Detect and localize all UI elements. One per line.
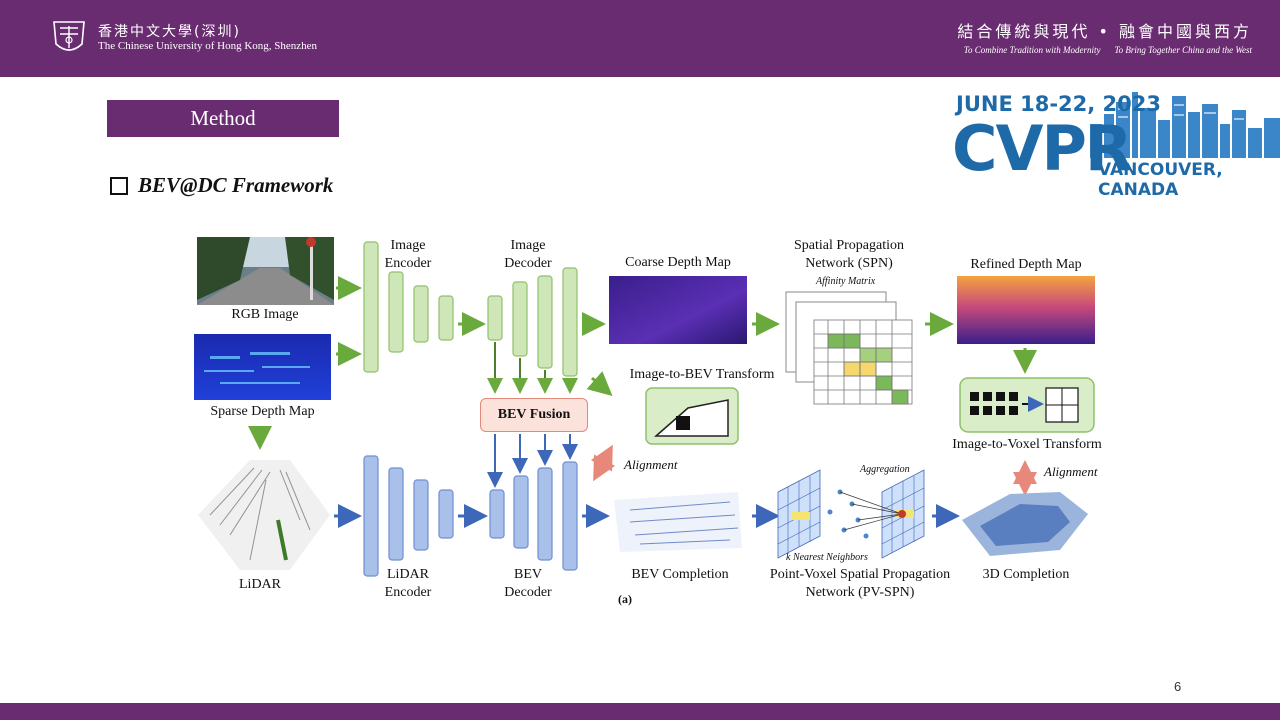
pv-spn-graphic <box>777 469 925 559</box>
decoder-to-fusion-arrows <box>487 342 578 394</box>
label-lidar-encoder: LiDAR Encoder <box>384 567 432 600</box>
label-knn: k Nearest Neighbors <box>786 552 868 563</box>
label-bev-completion: BEV Completion <box>631 567 729 582</box>
motto-en-1: Tradition with Modernity <box>1009 45 1101 55</box>
framework-diagram: BEV Fusion RGB Image Sparse Depth Map Li… <box>190 230 1120 620</box>
skyline-icon <box>1090 92 1280 158</box>
university-name-en: The Chinese University of Hong Kong, She… <box>98 39 318 52</box>
refined-depth-thumbnail <box>957 276 1095 344</box>
crest-icon <box>53 21 85 51</box>
label-panel-tag: (a) <box>618 592 632 606</box>
label-spn: Spatial Propagation Network (SPN) <box>793 238 905 271</box>
label-aggregation: Aggregation <box>860 464 910 475</box>
image-to-voxel-box <box>959 377 1095 433</box>
motto-en-2: China and the West <box>1182 45 1252 55</box>
label-affinity-matrix: Affinity Matrix <box>816 276 876 287</box>
label-alignment-right: Alignment <box>1044 464 1098 479</box>
label-image-encoder: Image Encoder <box>384 238 432 271</box>
image-to-bev-box <box>645 387 739 445</box>
footer-bar <box>0 703 1280 720</box>
label-3d-completion: 3D Completion <box>982 567 1070 582</box>
university-logo: 香港中文大學(深圳) The Chinese University of Hon… <box>48 18 317 58</box>
label-alignment-left: Alignment <box>624 457 678 472</box>
cvpr-logo: JUNE 18-22, 2023 CVPR VANCOUVER, CANADA <box>950 84 1280 200</box>
bev-completion-cloud <box>614 492 742 552</box>
section-label: Method <box>107 100 339 137</box>
label-pv-spn: Point-Voxel Spatial Propagation Network … <box>769 567 951 600</box>
lidar-point-cloud <box>198 460 330 570</box>
label-coarse-depth: Coarse Depth Map <box>625 255 731 270</box>
slide-title-text: BEV@DC Framework <box>138 173 334 197</box>
bev-decoder-blocks <box>489 461 578 571</box>
label-refined-depth: Refined Depth Map <box>970 257 1082 272</box>
header-bar: 香港中文大學(深圳) The Chinese University of Hon… <box>0 0 1280 77</box>
sparse-depth-thumbnail <box>194 334 331 400</box>
label-image-decoder: Image Decoder <box>504 238 552 271</box>
label-image-to-bev: Image-to-BEV Transform <box>629 367 775 382</box>
checkbox-bullet-icon <box>110 176 128 195</box>
motto-cn: 結合傳統與現代 • 融會中國與西方 <box>957 22 1252 41</box>
cvpr-name: CVPR <box>952 112 1133 185</box>
label-lidar: LiDAR <box>239 577 281 592</box>
university-name-cn: 香港中文大學(深圳) <box>98 23 241 40</box>
coarse-depth-thumbnail <box>609 276 747 344</box>
lidar-encoder-blocks <box>363 455 454 577</box>
university-motto: 結合傳統與現代 • 融會中國與西方 To Combine Tradition w… <box>957 18 1252 55</box>
label-rgb-image: RGB Image <box>231 307 299 322</box>
slide-title: BEV@DC Framework <box>110 173 333 198</box>
motto-en-2-prefix: To Bring Together <box>1114 45 1180 55</box>
cvpr-date: JUNE 18-22, 2023 <box>956 92 1161 116</box>
rgb-image-thumbnail <box>197 237 334 305</box>
label-sparse-depth: Sparse Depth Map <box>210 404 315 419</box>
fusion-to-decoder-arrows <box>487 434 578 488</box>
cvpr-city: VANCOUVER, CANADA <box>1098 160 1223 200</box>
green-arrows <box>248 276 1037 450</box>
bev-fusion-box: BEV Fusion <box>480 398 588 432</box>
label-bev-decoder: BEV Decoder <box>504 567 552 600</box>
affinity-matrix <box>785 291 913 405</box>
page-number: 6 <box>1174 679 1182 694</box>
3d-completion-cloud <box>962 492 1088 556</box>
diagram-graphics <box>194 237 1095 577</box>
image-decoder-blocks <box>487 267 578 377</box>
alignment-arrows <box>590 444 1037 496</box>
image-encoder-blocks <box>363 241 454 373</box>
label-image-to-voxel: Image-to-Voxel Transform <box>952 437 1102 452</box>
motto-en-1-prefix: To Combine <box>963 45 1008 55</box>
